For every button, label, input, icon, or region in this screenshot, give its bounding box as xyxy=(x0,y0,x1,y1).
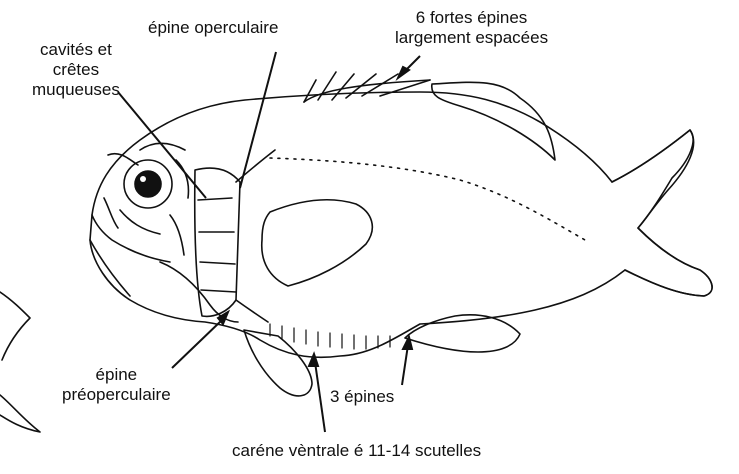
label-fortes-line-1: 6 fortes épines xyxy=(395,8,548,28)
pelvic-fin xyxy=(244,330,312,396)
opercle-bars xyxy=(198,198,236,292)
head-boundary xyxy=(236,150,275,322)
lateral-line xyxy=(270,158,585,240)
eye-highlight xyxy=(140,176,146,182)
leader-cavites xyxy=(118,92,206,198)
pectoral-fin xyxy=(262,200,373,286)
label-epine-operculaire: épine operculaire xyxy=(148,18,278,38)
partial-fish-outline xyxy=(0,292,40,432)
leader-trois-shaft xyxy=(402,345,408,385)
arrowhead-fortes xyxy=(398,67,409,78)
eye-pupil xyxy=(135,171,161,197)
label-carene-ventrale: caréne vèntrale é 11-14 scutelles xyxy=(232,441,481,461)
label-fortes-epines: 6 fortes épines largement espacées xyxy=(395,8,548,48)
lower-jaw xyxy=(90,240,130,296)
leader-carene-shaft xyxy=(315,362,325,432)
label-epine-preoperculaire: épine préoperculaire xyxy=(62,365,171,405)
leader-operculaire xyxy=(240,52,276,188)
label-preoperculaire-line-2: préoperculaire xyxy=(62,385,171,405)
label-preoperculaire-line-1: épine xyxy=(62,365,171,385)
dorsal-spines xyxy=(304,72,430,102)
label-cavites-cretes: cavités et crêtes muqueuses xyxy=(32,40,120,100)
arrowhead-carene xyxy=(309,354,318,366)
label-cavites-line-2: crêtes xyxy=(32,60,120,80)
label-fortes-line-2: largement espacées xyxy=(395,28,548,48)
label-cavites-line-3: muqueuses xyxy=(32,80,120,100)
leader-preoperculaire-shaft xyxy=(172,320,222,368)
upper-jaw xyxy=(92,215,170,262)
tail-fin xyxy=(612,130,712,296)
label-trois-epines: 3 épines xyxy=(330,387,394,407)
body-outline xyxy=(90,92,712,357)
arrowhead-trois xyxy=(403,337,412,349)
label-cavites-line-1: cavités et xyxy=(32,40,120,60)
